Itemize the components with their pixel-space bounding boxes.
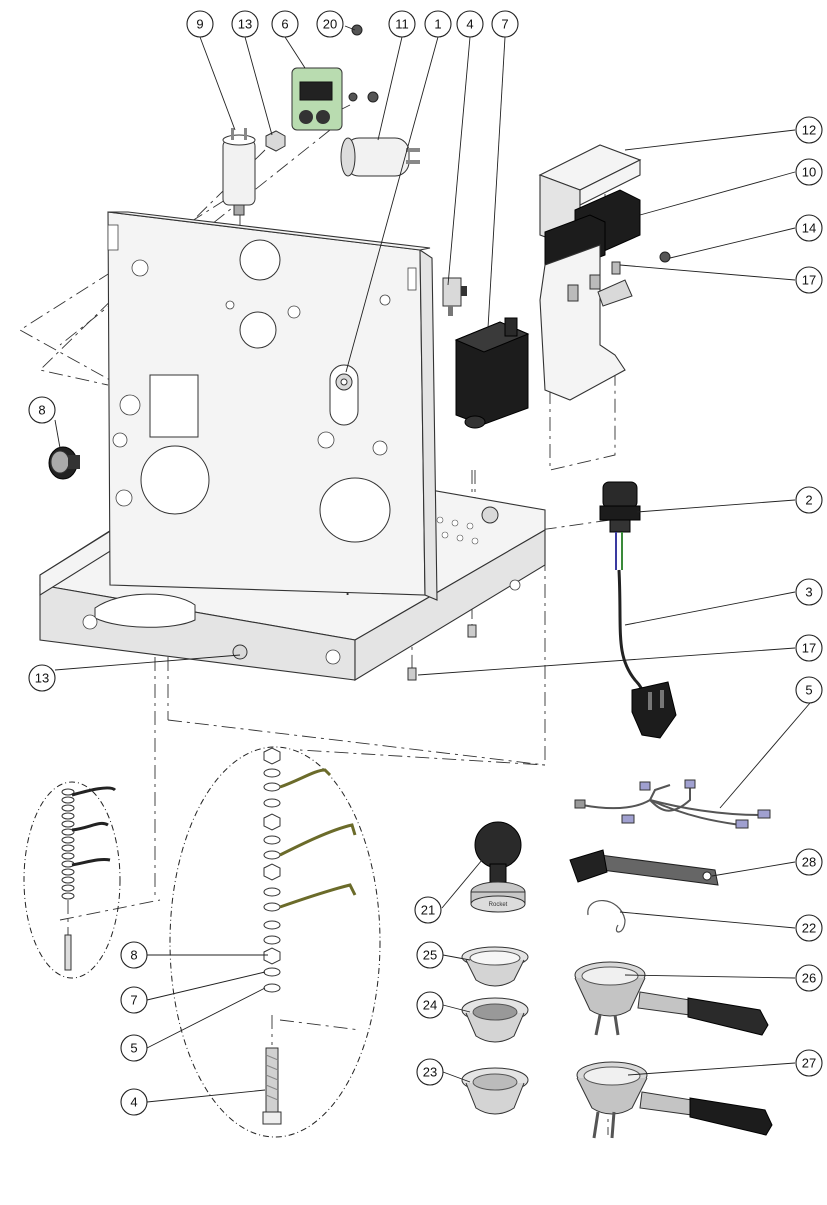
callout-25: 25 [416,941,444,969]
filter-basket-23 [461,1067,529,1115]
callout-4: 4 [456,10,484,38]
callout-22: 22 [795,914,823,942]
tray-screws [232,506,499,681]
callout-8: 8 [28,396,56,424]
callout-label: 9 [196,17,203,32]
callout-label: 21 [421,903,435,918]
callout-11: 11 [388,10,416,38]
callout-9: 9 [186,10,214,38]
callout-label: 17 [802,641,816,656]
screws [348,24,379,103]
callout-label: 20 [323,17,337,32]
tamper-engraving: Rocket [489,902,508,908]
callout-label: 13 [35,671,49,686]
callout-label: 5 [130,1041,137,1056]
callout-20: 20 [316,10,344,38]
nut [265,130,286,152]
callout-label: 4 [466,17,473,32]
push-button [48,446,80,480]
callout-23: 23 [416,1058,444,1086]
capacitor [222,128,256,216]
filter-cylinder [340,137,420,177]
callout-5: 5 [795,676,823,704]
callout-21: 21 [414,896,442,924]
callout-label: 8 [130,948,137,963]
mounting-nut [335,373,353,391]
tamper: Rocket [470,821,526,913]
callout-label: 22 [802,921,816,936]
callout-2: 2 [795,486,823,514]
group-brush [569,849,719,886]
callout-8: 8 [120,941,148,969]
callout-10: 10 [795,158,823,186]
callout-label: 11 [395,17,409,32]
portafilter-27 [576,1061,773,1139]
callout-label: 4 [130,1095,137,1110]
transformer-box [454,317,530,429]
callout-17: 17 [795,634,823,662]
callout-28: 28 [795,848,823,876]
filter-basket-24 [461,997,529,1043]
callout-label: 24 [423,998,437,1013]
callout-27: 27 [795,1049,823,1077]
callout-6: 6 [271,10,299,38]
callout-24: 24 [416,991,444,1019]
callout-label: 7 [501,17,508,32]
detail-view-small [23,781,121,979]
callout-17: 17 [795,266,823,294]
tray-cutout [94,593,196,628]
callout-label: 7 [130,993,137,1008]
callout-label: 26 [802,971,816,986]
callout-label: 23 [423,1065,437,1080]
callout-label: 5 [805,683,812,698]
callout-7: 7 [491,10,519,38]
callout-label: 3 [805,585,812,600]
cable-gland [599,481,641,533]
callout-label: 12 [802,123,816,138]
wiring-harness [574,779,771,829]
detail-view-large [169,746,381,1138]
gasket-wire [587,900,626,933]
callout-label: 8 [38,403,45,418]
callout-7: 7 [120,986,148,1014]
portafilter-26 [574,961,769,1036]
callout-label: 10 [802,165,816,180]
back-plate [107,211,438,601]
microswitch [442,277,467,316]
callout-3: 3 [795,578,823,606]
callout-label: 14 [802,221,816,236]
callout-label: 27 [802,1056,816,1071]
callout-label: 28 [802,855,816,870]
callout-label: 13 [238,17,252,32]
timer-display [291,67,343,131]
callout-label: 17 [802,273,816,288]
power-cable [615,532,677,739]
callout-13: 13 [28,664,56,692]
callout-1: 1 [424,10,452,38]
leader-lines [54,25,811,1103]
callout-14: 14 [795,214,823,242]
callout-label: 1 [434,17,441,32]
callout-label: 25 [423,948,437,963]
filter-basket-25 [461,946,529,987]
callout-12: 12 [795,116,823,144]
callout-4: 4 [120,1088,148,1116]
callout-5: 5 [120,1034,148,1062]
callout-26: 26 [795,964,823,992]
callout-13: 13 [231,10,259,38]
callout-label: 6 [281,17,288,32]
bracket-assembly [538,144,671,401]
callout-label: 2 [805,493,812,508]
